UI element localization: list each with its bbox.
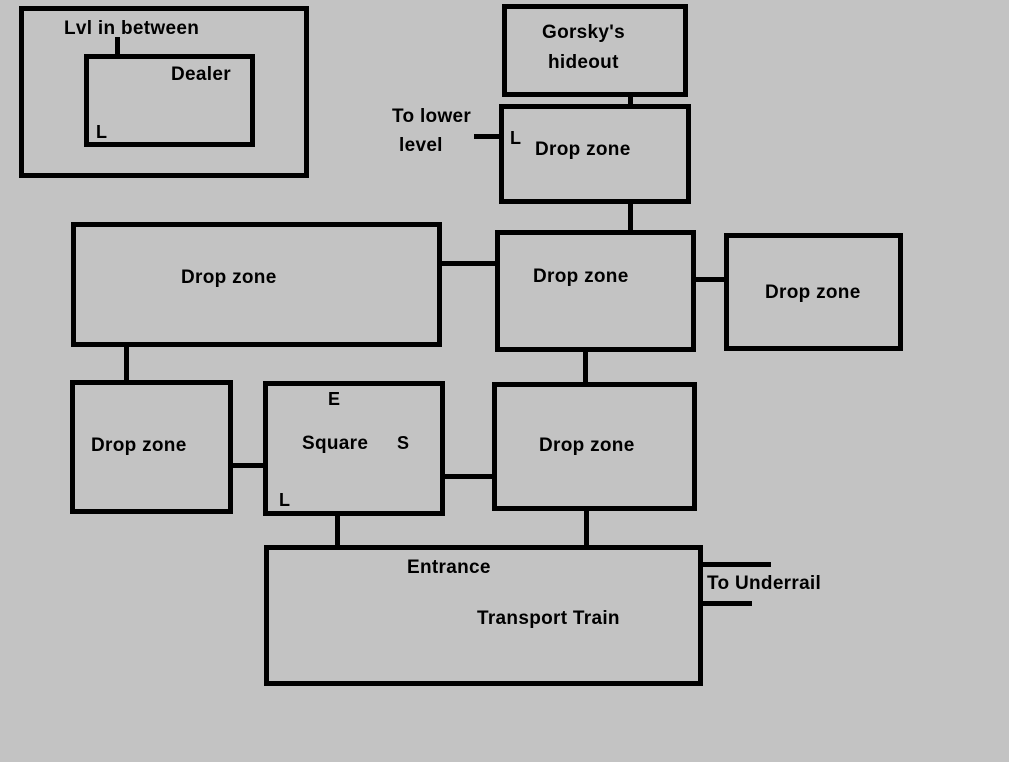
connector-lvl-dealer xyxy=(115,37,120,57)
to-lower-level-line1: To lower xyxy=(392,106,472,127)
dealer-ladder-marker: L xyxy=(96,122,107,142)
room-gorskys-hideout xyxy=(502,4,688,97)
room-square xyxy=(263,381,445,516)
dealer-label: Dealer xyxy=(171,64,231,85)
room-entrance xyxy=(264,545,703,686)
to-underrail-label: To Underrail xyxy=(707,573,822,594)
gorsky-label-line2: hideout xyxy=(548,52,619,73)
room-drop-zone-lower xyxy=(492,382,697,511)
drop-zone-top-ladder-marker: L xyxy=(510,128,521,148)
room-drop-zone-center xyxy=(495,230,696,352)
drop-zone-wide-label: Drop zone xyxy=(181,267,277,288)
square-south-marker: S xyxy=(397,433,410,453)
drop-zone-top-label: Drop zone xyxy=(535,139,631,160)
room-drop-zone-wide xyxy=(71,222,442,347)
drop-zone-center-label: Drop zone xyxy=(533,266,629,287)
connector-underrail-top xyxy=(702,562,771,567)
connector-underrail-bottom xyxy=(702,601,752,606)
room-drop-zone-right xyxy=(724,233,903,351)
entrance-label: Entrance xyxy=(407,557,491,578)
drop-zone-right-label: Drop zone xyxy=(765,282,861,303)
connector-to-lower-level xyxy=(474,134,504,139)
lvl-in-between-label: Lvl in between xyxy=(64,18,200,39)
drop-zone-lower-label: Drop zone xyxy=(539,435,635,456)
drop-zone-left-label: Drop zone xyxy=(91,435,187,456)
connector-dzlower-entrance xyxy=(584,510,589,547)
connector-dzcenter-dzlower xyxy=(583,351,588,384)
to-lower-level-line2: level xyxy=(399,135,443,156)
room-drop-zone-left xyxy=(70,380,233,514)
connector-square-dzlower xyxy=(444,474,495,479)
connector-dzwide-dzleft xyxy=(124,346,129,382)
connector-dzwide-dzcenter xyxy=(441,261,498,266)
connector-dzleft-square xyxy=(232,463,265,468)
connector-dzcenter-dzright xyxy=(695,277,726,282)
square-label: Square xyxy=(302,433,369,454)
room-lvl-in-between xyxy=(19,6,309,178)
connector-gorsky-dztop xyxy=(628,96,633,106)
gorsky-label-line1: Gorsky's xyxy=(542,22,625,43)
connector-dztop-dzcenter xyxy=(628,203,633,233)
room-dealer xyxy=(84,54,255,147)
transport-train-label: Transport Train xyxy=(477,608,620,629)
square-east-marker: E xyxy=(328,389,341,409)
room-drop-zone-top xyxy=(499,104,691,204)
connector-square-entrance xyxy=(335,515,340,547)
square-ladder-marker: L xyxy=(279,490,290,510)
